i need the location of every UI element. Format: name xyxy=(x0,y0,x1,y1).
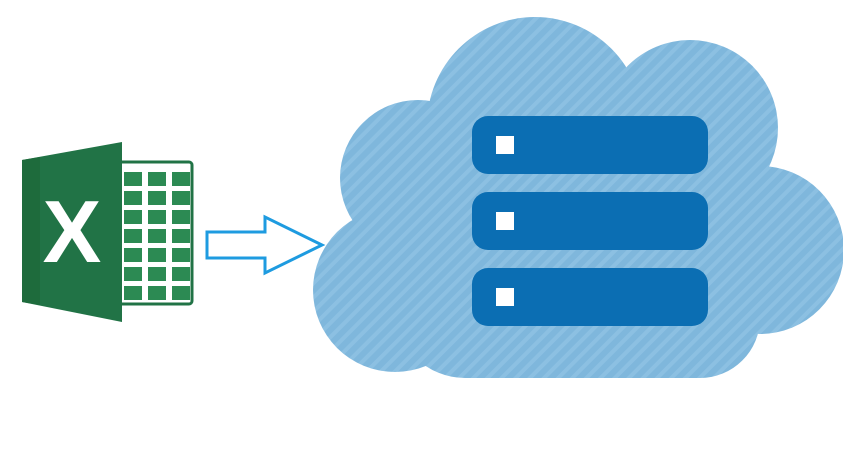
excel-grid-cell xyxy=(124,210,142,224)
excel-grid-cell xyxy=(172,210,190,224)
excel-grid-cell xyxy=(124,267,142,281)
excel-grid-cell xyxy=(124,229,142,243)
server-unit xyxy=(472,268,708,326)
right-arrow-icon xyxy=(205,214,326,276)
excel-grid-cell xyxy=(172,191,190,205)
excel-grid-cell xyxy=(172,248,190,262)
excel-grid-cell xyxy=(172,267,190,281)
excel-grid-cell xyxy=(148,248,166,262)
excel-book-shade xyxy=(22,157,40,305)
excel-book-cover xyxy=(22,142,122,322)
cloud-server-icon xyxy=(313,17,843,378)
server-indicator-light xyxy=(496,212,514,230)
server-unit xyxy=(472,192,708,250)
excel-x-letter: X xyxy=(43,182,102,281)
excel-grid-cell xyxy=(148,286,166,300)
excel-icon: X xyxy=(22,142,194,322)
server-indicator-light xyxy=(496,288,514,306)
server-stack-icon xyxy=(472,116,708,326)
server-indicator-light xyxy=(496,136,514,154)
excel-grid-cell xyxy=(148,267,166,281)
excel-grid-cell xyxy=(172,229,190,243)
excel-grid-cell xyxy=(124,191,142,205)
server-unit xyxy=(472,116,708,174)
excel-grid-cell xyxy=(148,172,166,186)
excel-grid-cell xyxy=(172,172,190,186)
excel-grid-cell xyxy=(148,229,166,243)
excel-grid-cell xyxy=(124,248,142,262)
excel-grid-cell xyxy=(148,191,166,205)
excel-grid-cell xyxy=(172,286,190,300)
excel-grid-cell xyxy=(148,210,166,224)
excel-grid-cell xyxy=(124,286,142,300)
excel-grid-cell xyxy=(124,172,142,186)
excel-grid-icon xyxy=(124,172,190,300)
